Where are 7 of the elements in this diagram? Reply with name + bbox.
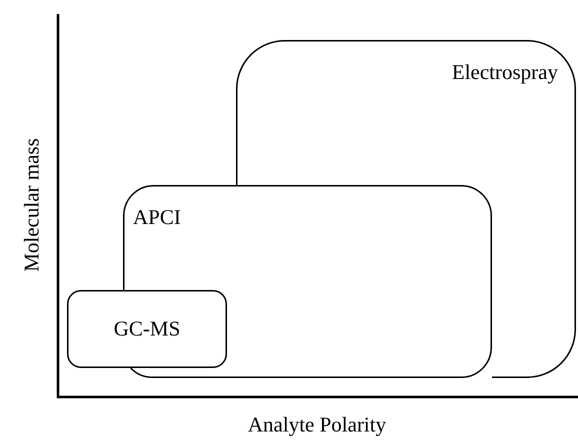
region-label: GC-MS: [114, 316, 180, 342]
y-axis-title: Molecular mass: [20, 138, 44, 272]
x-axis-title: Analyte Polarity: [248, 412, 386, 438]
rounded-region: [67, 290, 227, 368]
region-label: Electrospray: [452, 60, 558, 85]
region-label: APCI: [133, 205, 181, 230]
rounded-region: [236, 40, 576, 378]
